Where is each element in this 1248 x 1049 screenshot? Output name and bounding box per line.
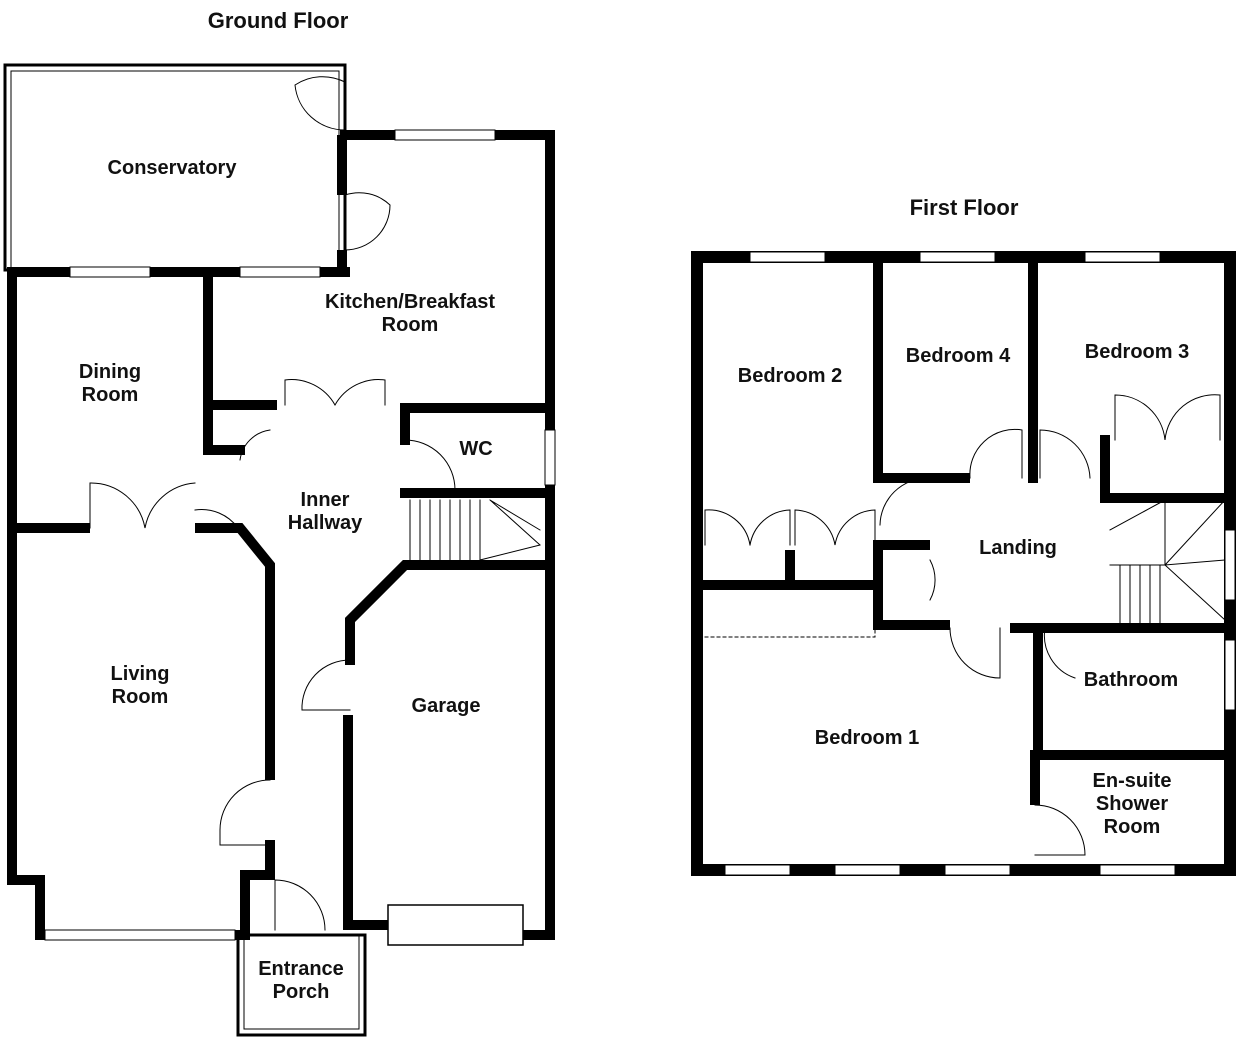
ground-floor-title: Ground Floor xyxy=(207,8,349,33)
room-label-kitchen: Kitchen/Breakfast Room xyxy=(324,291,496,336)
first-floor-title: First Floor xyxy=(909,195,1019,220)
room-label-conservatory: Conservatory xyxy=(107,157,237,179)
room-label-bedroom-1: Bedroom 1 xyxy=(814,727,920,749)
room-label-landing: Landing xyxy=(979,537,1057,559)
room-label-dining: Dining Room xyxy=(78,361,142,406)
room-label-inner-hallway: Inner Hallway xyxy=(287,489,363,534)
room-label-entrance-porch: Entrance Porch xyxy=(258,958,344,1003)
room-label-bedroom-3: Bedroom 3 xyxy=(1084,341,1190,363)
room-label-wc: WC xyxy=(459,438,493,460)
room-label-bedroom-4: Bedroom 4 xyxy=(905,345,1011,367)
first-floor-walls xyxy=(691,251,1236,876)
room-label-bathroom: Bathroom xyxy=(1083,669,1179,691)
room-label-garage: Garage xyxy=(411,695,481,717)
room-label-living: Living Room xyxy=(110,663,170,708)
room-label-en-suite: En-suite Shower Room xyxy=(1092,770,1172,838)
room-label-bedroom-2: Bedroom 2 xyxy=(737,365,843,387)
ground-floor-walls xyxy=(3,63,556,1037)
